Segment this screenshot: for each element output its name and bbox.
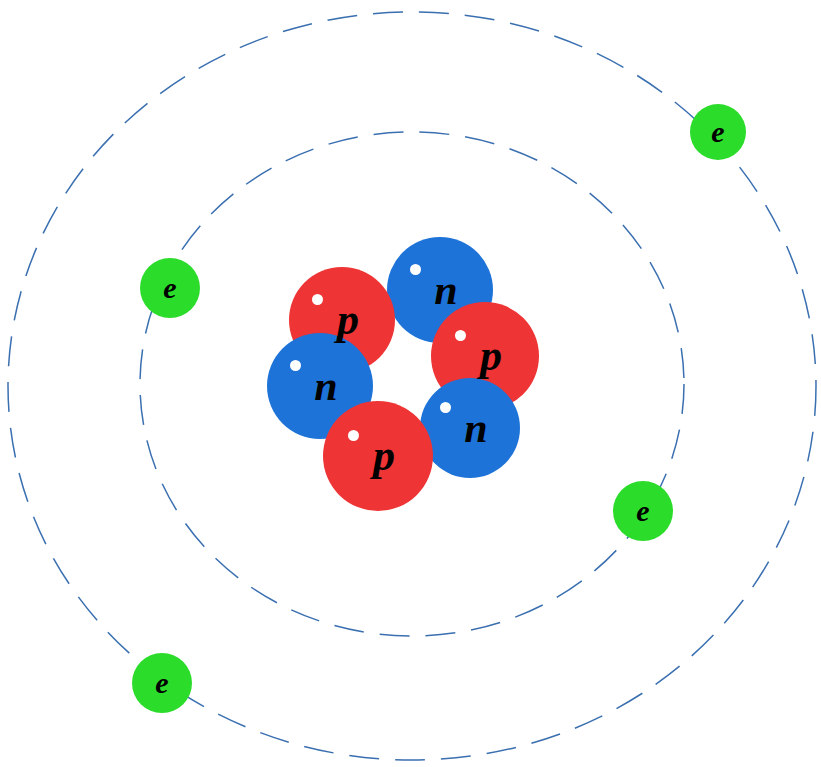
outer-orbit [8, 12, 816, 760]
electron-circle: e [613, 481, 673, 541]
electron-label: e [163, 273, 176, 303]
neutron-label: n [464, 407, 487, 449]
electron-circle: e [140, 258, 200, 318]
proton-label: p [373, 434, 395, 478]
electron-label: e [711, 117, 724, 147]
neutron-label: n [434, 269, 457, 311]
highlight-dot [348, 430, 359, 441]
proton-circle: p [323, 401, 433, 511]
electron-label: e [155, 668, 168, 698]
inner-orbit [140, 132, 684, 636]
highlight-dot [455, 330, 466, 341]
neutron-label: n [314, 365, 337, 407]
highlight-dot [440, 402, 451, 413]
highlight-dot [290, 360, 301, 371]
highlight-dot [410, 264, 421, 275]
electron-label: e [636, 496, 649, 526]
neutron-circle: n [420, 378, 520, 478]
electron-circle: e [132, 653, 192, 713]
electron-circle: e [690, 104, 746, 160]
proton-label: p [337, 298, 359, 342]
highlight-dot [312, 294, 323, 305]
proton-label: p [480, 334, 502, 378]
